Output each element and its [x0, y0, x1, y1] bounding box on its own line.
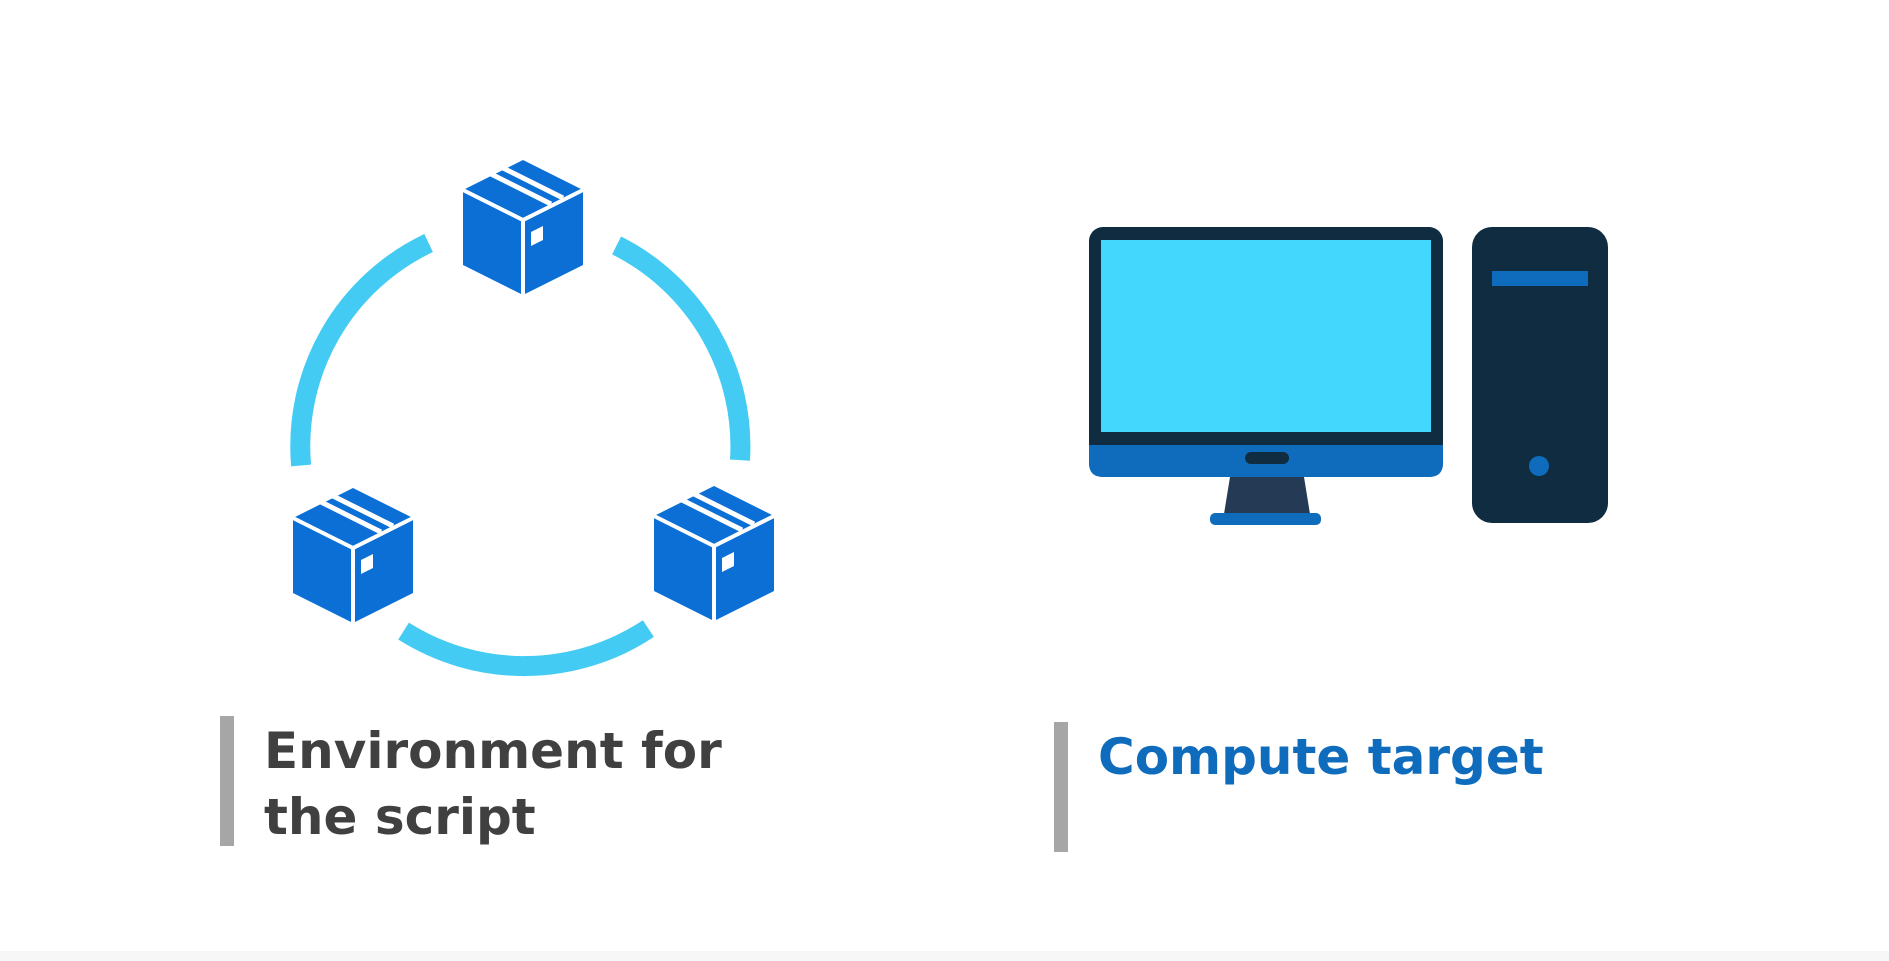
monitor-screen [1101, 240, 1431, 432]
monitor-stand [1224, 477, 1310, 514]
caption-accent-bar [220, 716, 234, 846]
ring-arc-bottom [398, 620, 654, 677]
package-box-icon [653, 486, 775, 621]
desktop-monitor-icon [1089, 227, 1443, 525]
monitor-logo-slot [1245, 452, 1289, 464]
package-box-icon [292, 488, 414, 623]
cycle-ring-icon [290, 233, 751, 677]
bottom-edge [0, 951, 1889, 961]
caption-accent-bar [1054, 722, 1068, 852]
tower-case [1472, 227, 1608, 523]
compute-caption: Compute target [1054, 722, 1654, 852]
monitor-base [1210, 513, 1321, 525]
compute-caption-text: Compute target [1098, 728, 1544, 786]
environment-caption-text: Environment for the script [264, 722, 722, 846]
ring-arc-right [612, 236, 751, 461]
environment-caption: Environment for the script [220, 716, 820, 850]
tower-power-button [1529, 456, 1549, 476]
ring-arc-left [290, 233, 433, 467]
package-box-icon [462, 160, 584, 295]
pc-tower-icon [1472, 227, 1608, 523]
tower-drive-slot [1492, 271, 1588, 286]
